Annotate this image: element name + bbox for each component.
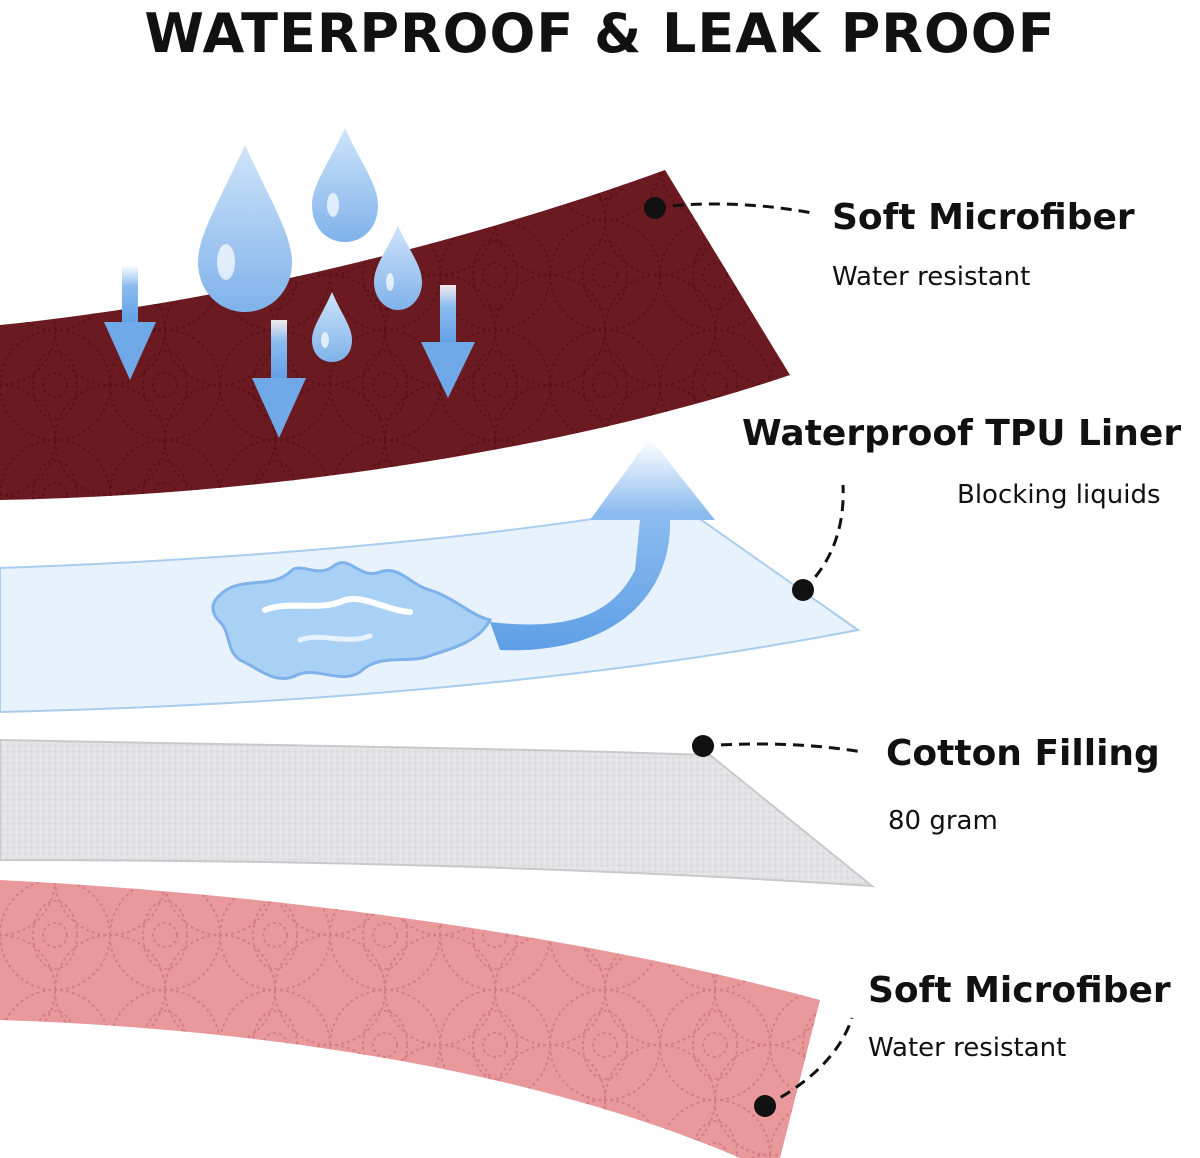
deflect-arrow-icon [490,438,715,651]
water-splash-icon [211,561,493,681]
page-title: WATERPROOF & LEAK PROOF [144,2,1056,65]
down-arrow-icon [104,265,156,380]
callout-dot [644,197,666,219]
layer-3-sublabel: 80 gram [888,806,998,836]
layer-3-label: Cotton Filling [886,733,1160,774]
callout-lines [654,202,863,1108]
cotton-filling-layer [0,738,876,888]
water-drop-icon [312,128,378,242]
down-arrow-icon [252,320,306,438]
layer-1-sublabel: Water resistant [832,262,1031,292]
callout-dot [792,579,814,601]
down-arrow-icon [421,285,475,398]
microfiber-bottom-layer [0,880,820,1158]
layer-4-label: Soft Microfiber [868,970,1171,1011]
layer-4-sublabel: Water resistant [868,1033,1067,1063]
layer-1-label: Soft Microfiber [832,197,1135,238]
microfiber-top-layer [0,170,790,500]
layer-2-label: Waterproof TPU Liner [742,413,1182,454]
callout-dot [754,1095,776,1117]
water-drop-icon [198,145,292,312]
water-drop-icon [312,292,352,362]
callout-dot [692,735,714,757]
layer-2-sublabel: Blocking liquids [957,480,1161,510]
water-drop-icon [374,226,422,310]
